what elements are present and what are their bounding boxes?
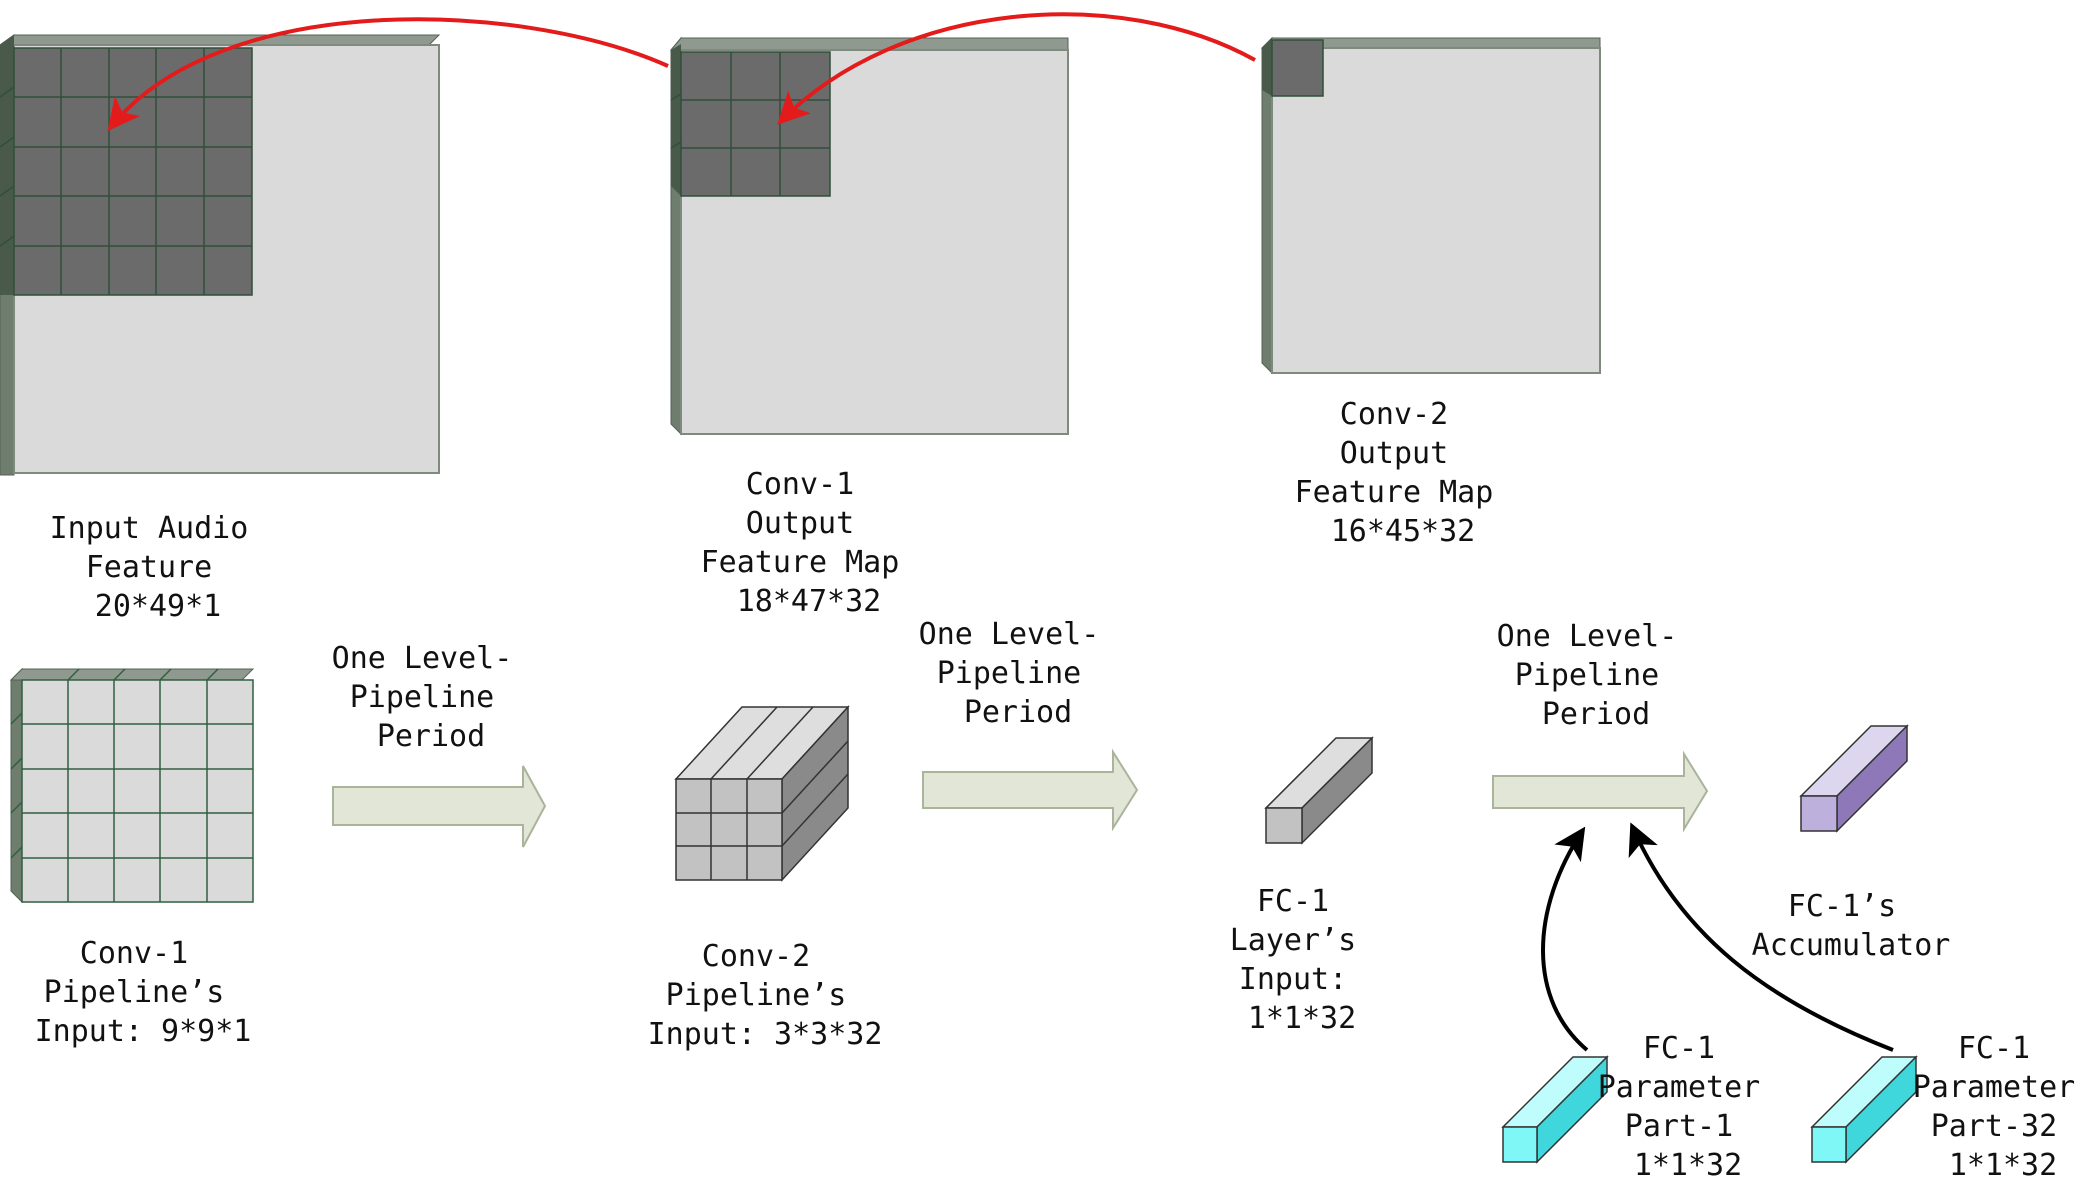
label-line: 18*47*32 [737, 584, 882, 619]
conv2-output-pixel [1262, 38, 1324, 97]
label-line: 16*45*32 [1331, 514, 1476, 549]
label-conv1-output: Conv-1 Output Feature Map 18*47*32 [701, 467, 918, 619]
input-audio-feature-map [0, 34, 441, 476]
label-fc1-parameter-part1: FC-1 Parameter Part-1 1*1*32 [1598, 1031, 1779, 1183]
black-arrow-param1-to-pipeline [1541, 826, 1589, 1052]
label-line: 1*1*32 [1634, 1148, 1742, 1183]
fc1-accumulator-bar [1799, 724, 1909, 833]
fc1-parameter-part32-bar [1810, 1055, 1918, 1164]
label-line: Input: [1239, 962, 1347, 997]
label-line: 20*49*1 [95, 589, 221, 624]
pipeline-arrow-2 [922, 748, 1139, 832]
label-line: Pipeline’s [44, 975, 225, 1010]
label-line: One Level- [332, 641, 513, 676]
conv2-pipeline-input-cube [674, 705, 850, 882]
label-line: Conv-2 [702, 939, 810, 974]
label-line: Conv-2 [1340, 397, 1448, 432]
label-line: Layer’s [1230, 923, 1356, 958]
label-line: FC-1 [1643, 1031, 1715, 1066]
label-input-audio-feature: Input Audio Feature 20*49*1 [50, 511, 267, 624]
label-line: Accumulator [1752, 928, 1951, 963]
label-conv2-pipeline-input: Conv-2 Pipeline’s Input: 3*3*32 [648, 939, 883, 1052]
label-line: Part-32 [1931, 1109, 2057, 1144]
label-pipeline-period-3: One Level- Pipeline Period [1497, 619, 1696, 732]
label-line: One Level- [919, 617, 1100, 652]
label-line: Input: 3*3*32 [648, 1017, 883, 1052]
label-line: Output [1340, 436, 1448, 471]
label-line: Parameter [1913, 1070, 2076, 1105]
red-arrow-conv1-to-input [107, 17, 669, 132]
label-line: One Level- [1497, 619, 1678, 654]
conv1-pipeline-input-grid [9, 667, 255, 904]
pipeline-arrow-1 [332, 765, 547, 848]
fc1-input-bar [1264, 736, 1374, 845]
label-line: Output [746, 506, 854, 541]
label-pipeline-period-2: One Level- Pipeline Period [919, 617, 1118, 730]
conv1-kernel-window [670, 44, 831, 197]
label-line: Period [377, 719, 485, 754]
conv1-output-feature-map [669, 36, 1069, 436]
label-line: Feature [86, 550, 212, 585]
fc1-parameter-part1-bar [1501, 1055, 1609, 1164]
label-line: FC-1’s [1788, 889, 1896, 924]
conv2-output-feature-map [1260, 36, 1601, 375]
label-line: 1*1*32 [1949, 1148, 2057, 1183]
label-pipeline-period-1: One Level- Pipeline Period [332, 641, 531, 754]
label-line: Pipeline [350, 680, 495, 715]
label-line: Pipeline [1515, 658, 1660, 693]
label-line: FC-1 [1958, 1031, 2030, 1066]
label-line: FC-1 [1257, 884, 1329, 919]
pipeline-arrow-3 [1492, 750, 1709, 833]
label-conv1-pipeline-input: Conv-1 Pipeline’s Input: 9*9*1 [35, 936, 252, 1049]
label-line: Conv-1 [80, 936, 188, 971]
label-fc1-parameter-part32: FC-1 Parameter Part-32 1*1*32 [1913, 1031, 2094, 1183]
label-line: Feature Map [701, 545, 900, 580]
label-line: Pipeline’s [666, 978, 847, 1013]
label-line: Input Audio [50, 511, 249, 546]
label-fc1-layer-input: FC-1 Layer’s Input: 1*1*32 [1230, 884, 1375, 1036]
label-line: Period [964, 695, 1072, 730]
label-conv2-output: Conv-2 Output Feature Map 16*45*32 [1295, 397, 1512, 549]
label-line: Part-1 [1625, 1109, 1733, 1144]
label-line: Parameter [1598, 1070, 1761, 1105]
label-line: 1*1*32 [1248, 1001, 1356, 1036]
black-arrow-param32-to-pipeline [1628, 822, 1894, 1052]
input-kernel-window [0, 35, 253, 296]
label-line: Pipeline [937, 656, 1082, 691]
label-line: Input: 9*9*1 [35, 1014, 252, 1049]
label-fc1-accumulator: FC-1’s Accumulator [1752, 889, 1951, 963]
label-line: Feature Map [1295, 475, 1494, 510]
label-line: Conv-1 [746, 467, 854, 502]
label-line: Period [1542, 697, 1650, 732]
red-arrow-conv2-to-conv1 [777, 12, 1256, 125]
